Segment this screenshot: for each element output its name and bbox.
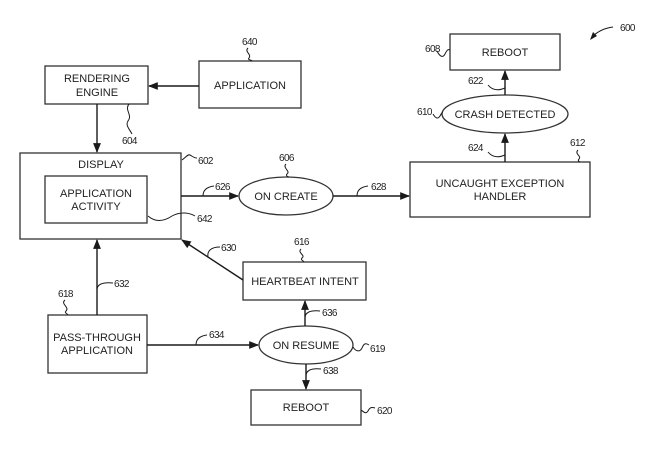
- rendering-engine-ref: 604: [122, 136, 138, 147]
- rendering-engine-ref-leader: [126, 103, 133, 135]
- reboot-bottom-ref: 620: [377, 406, 393, 417]
- reboot-top-box: [449, 33, 561, 71]
- display-ref: 602: [198, 156, 214, 167]
- node-uncaught-exception-handler: UNCAUGHT EXCEPTION HANDLER 612: [409, 138, 591, 218]
- uncaught-exception-handler-label-line2: HANDLER: [474, 191, 527, 203]
- edge-632-leader: [96, 282, 114, 291]
- edge-626-leader: [202, 185, 215, 197]
- rendering-engine-label-line1: RENDERING: [64, 73, 130, 85]
- application-box: [198, 60, 302, 109]
- uncaught-exception-handler-ref: 612: [570, 138, 586, 149]
- edge-632-ref: 632: [114, 279, 130, 290]
- node-pass-through-application: PASS-THROUGH APPLICATION 618: [47, 289, 148, 374]
- on-create-ref-leader: [284, 163, 290, 178]
- edge-628-leader: [356, 185, 369, 197]
- pass-through-application-ref: 618: [58, 289, 74, 300]
- edge-626: 626: [181, 182, 239, 200]
- node-on-resume: ON RESUME 619: [258, 325, 387, 365]
- edge-634-ref: 634: [209, 330, 225, 341]
- pass-through-application-label-line2: APPLICATION: [61, 345, 133, 357]
- application-activity-ref: 642: [197, 214, 213, 225]
- on-create-ref: 606: [279, 153, 295, 164]
- heartbeat-intent-ref: 616: [294, 237, 310, 248]
- edge-630-line: [181, 239, 244, 281]
- uncaught-exception-handler-label-line1: UNCAUGHT EXCEPTION: [436, 178, 565, 190]
- edge-636-leader: [304, 310, 321, 319]
- node-application-activity: APPLICATION ACTIVITY 642: [44, 175, 214, 225]
- pass-through-application-ref-leader: [63, 299, 69, 316]
- crash-detected-ref: 610: [417, 107, 433, 118]
- edge-624-ref: 624: [468, 143, 484, 154]
- edge-638: 638: [302, 364, 340, 390]
- edge-624-leader: [487, 151, 506, 158]
- node-heartbeat-intent: HEARTBEAT INTENT 616: [242, 237, 367, 301]
- node-crash-detected: CRASH DETECTED 610: [417, 94, 569, 134]
- edge-634: 634: [147, 330, 259, 349]
- edge-624: 624: [468, 133, 509, 162]
- crash-detected-ref-leader: [432, 111, 444, 119]
- application-ref: 640: [242, 37, 258, 48]
- on-resume-ref: 619: [370, 344, 386, 355]
- reboot-top-ref-leader: [436, 49, 451, 57]
- edge-622: 622: [468, 70, 509, 95]
- edge-638-ref: 638: [323, 366, 339, 377]
- figure-ref: 600: [590, 23, 637, 40]
- edge-628-ref: 628: [371, 182, 387, 193]
- heartbeat-intent-box: [242, 261, 367, 301]
- uncaught-exception-handler-box: [409, 161, 591, 218]
- uncaught-exception-handler-ref-leader: [576, 149, 581, 163]
- on-create-label: ON CREATE: [254, 191, 317, 203]
- edge-632: 632: [93, 239, 131, 315]
- application-activity-ref-leader: [147, 212, 196, 221]
- node-application: APPLICATION 640: [198, 37, 302, 109]
- heartbeat-intent-ref-leader: [299, 248, 305, 263]
- heartbeat-intent-label: HEARTBEAT INTENT: [251, 276, 359, 288]
- edge-622-leader: [487, 84, 506, 91]
- edge-636-ref: 636: [322, 308, 338, 319]
- display-label: DISPLAY: [78, 159, 124, 171]
- reboot-top-label: REBOOT: [482, 47, 529, 59]
- node-on-create: ON CREATE 606: [238, 153, 334, 216]
- application-label: APPLICATION: [214, 80, 286, 92]
- edge-626-ref: 626: [215, 182, 231, 193]
- node-reboot-bottom: REBOOT 620: [250, 389, 394, 426]
- edge-628: 628: [333, 182, 410, 200]
- edge-630-ref: 630: [221, 243, 237, 254]
- edge-622-ref: 622: [468, 76, 484, 87]
- reboot-bottom-box: [250, 389, 362, 426]
- edge-638-leader: [305, 368, 322, 377]
- pass-through-application-label-line1: PASS-THROUGH: [53, 332, 141, 344]
- reboot-bottom-label: REBOOT: [283, 402, 330, 414]
- edge-630: 630: [181, 239, 244, 281]
- edge-636: 636: [301, 300, 339, 326]
- application-ref-leader: [246, 47, 253, 62]
- node-reboot-top: REBOOT 608: [425, 33, 561, 71]
- application-activity-box: [44, 175, 148, 224]
- figure-ref-label: 600: [620, 23, 636, 34]
- rendering-engine-box: [44, 65, 149, 105]
- figure-ref-arrowhead-icon: [590, 32, 597, 40]
- display-ref-leader: [181, 154, 198, 161]
- on-resume-label: ON RESUME: [273, 340, 340, 352]
- application-activity-label-line1: APPLICATION: [60, 188, 132, 200]
- node-rendering-engine: RENDERING ENGINE 604: [44, 65, 149, 147]
- reboot-bottom-ref-leader: [360, 406, 376, 414]
- reboot-top-ref: 608: [425, 44, 441, 55]
- application-activity-label-line2: ACTIVITY: [71, 201, 121, 213]
- crash-detected-label: CRASH DETECTED: [455, 109, 556, 121]
- edge-630-leader: [207, 246, 221, 258]
- rendering-engine-label-line2: ENGINE: [76, 87, 118, 99]
- on-resume-ref-leader: [352, 343, 370, 352]
- pass-through-application-box: [47, 314, 148, 374]
- edge-634-leader: [195, 334, 208, 346]
